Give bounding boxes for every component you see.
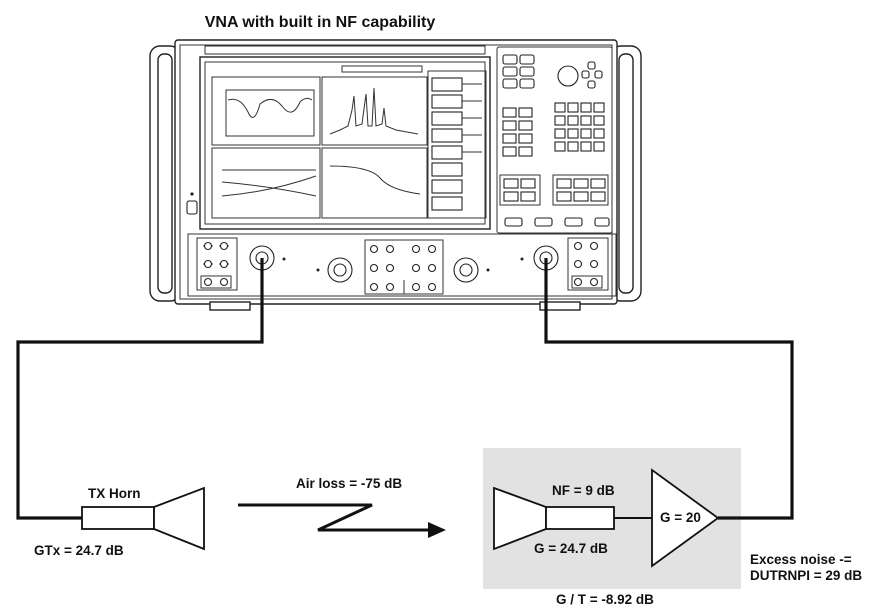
rx-gain-label: G = 24.7 dB [534, 541, 608, 556]
rx-nf-label: NF = 9 dB [552, 483, 615, 498]
tx-horn-label: TX Horn [88, 486, 141, 501]
vna-instrument-icon [149, 39, 642, 311]
air-loss-label: Air loss = -75 dB [296, 476, 403, 491]
excess-noise-line2: DUTRNPI = 29 dB [750, 568, 863, 583]
excess-noise-line1: Excess noise -= [750, 552, 852, 567]
rx-horn-antenna-icon [493, 486, 652, 551]
cable-port1 [16, 258, 264, 520]
cable-port2 [544, 258, 794, 520]
diagram-title: VNA with built in NF capability [204, 14, 436, 31]
gt-label: G / T = -8.92 dB [556, 592, 654, 607]
lightning-arrow-icon [238, 503, 446, 538]
horn-antenna-icon [81, 486, 205, 551]
amp-gain-label: G = 20 [660, 510, 701, 525]
tx-gain-label: GTx = 24.7 dB [34, 543, 124, 558]
amplifier-icon [651, 468, 720, 568]
